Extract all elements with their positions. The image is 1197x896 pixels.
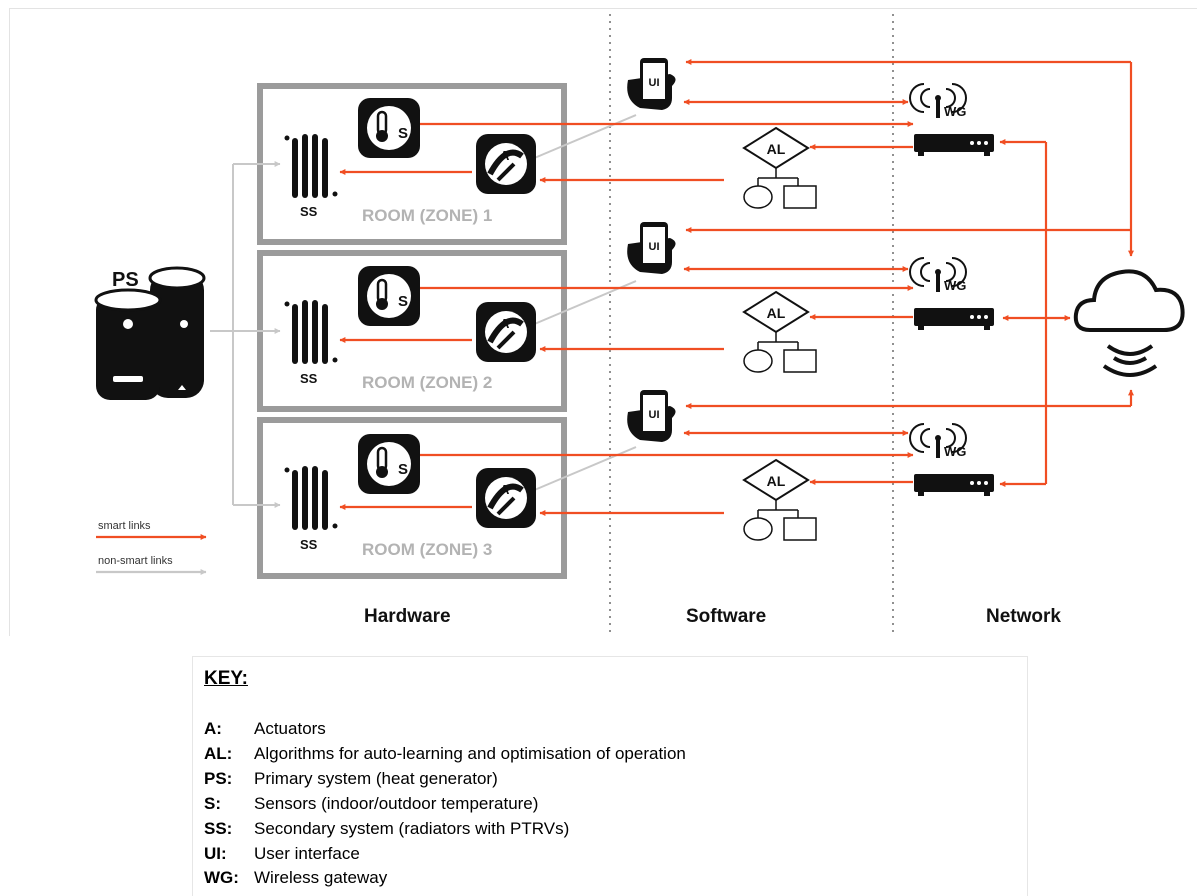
key-abbr: AL:: [204, 744, 233, 763]
ss-label-1: SS: [300, 204, 318, 219]
room-label-1: ROOM (ZONE) 1: [362, 206, 492, 225]
key-item: PS: Primary system (heat generator): [204, 769, 498, 789]
cloud-wireless-icon: [1073, 269, 1185, 377]
column-label-hardware: Hardware: [364, 606, 451, 627]
primary-system-boiler-icon: [94, 266, 206, 400]
key-abbr: S:: [204, 794, 221, 813]
ps-label: PS: [112, 269, 139, 291]
algorithm-tree-icon: [743, 127, 817, 209]
room-label-3: ROOM (ZONE) 3: [362, 540, 492, 559]
room-label-2: ROOM (ZONE) 2: [362, 373, 492, 392]
sensor-thermometer-icon: [356, 264, 422, 328]
key-item: A: Actuators: [204, 719, 326, 739]
radiator-icon: [284, 134, 338, 198]
key-abbr: UI:: [204, 844, 227, 863]
column-label-network: Network: [986, 606, 1061, 627]
non-smart-links: [210, 114, 637, 508]
key-title: KEY:: [204, 668, 248, 689]
radiator-icon: [284, 300, 338, 364]
key-item: AL: Algorithms for auto-learning and opti…: [204, 744, 686, 764]
sensor-thermometer-icon: [356, 432, 422, 496]
key-desc: User interface: [254, 844, 360, 863]
key-desc: Algorithms for auto-learning and optimis…: [254, 744, 686, 763]
smart-links: [339, 59, 1134, 516]
key-abbr: WG:: [204, 868, 239, 887]
key-item: UI: User interface: [204, 844, 360, 864]
algorithm-tree-icon: [743, 291, 817, 373]
sensor-thermometer-icon: [356, 96, 422, 160]
ss-label-2: SS: [300, 371, 318, 386]
column-label-software: Software: [686, 606, 766, 627]
key-abbr: A:: [204, 719, 222, 738]
key-desc: Actuators: [254, 719, 326, 738]
key-item: WG: Wireless gateway: [204, 868, 387, 888]
wg-label-1: WG: [944, 104, 966, 119]
router-icon: [914, 134, 994, 156]
smartphone-icon: [627, 58, 676, 110]
actuator-valve-icon: [476, 468, 536, 528]
key-item: S: Sensors (indoor/outdoor temperature): [204, 794, 538, 814]
ss-label-3: SS: [300, 537, 318, 552]
key-desc: Primary system (heat generator): [254, 769, 498, 788]
smartphone-icon: [627, 222, 676, 274]
legend-non-smart-label: non-smart links: [98, 555, 173, 567]
key-abbr: SS:: [204, 819, 233, 838]
key-box: [192, 656, 1028, 896]
radiator-icon: [284, 466, 338, 530]
router-icon: [914, 474, 994, 496]
key-desc: Wireless gateway: [254, 868, 388, 887]
key-desc: Sensors (indoor/outdoor temperature): [254, 794, 539, 813]
key-desc: Secondary system (radiators with PTRVs): [254, 819, 570, 838]
smartphone-icon: [627, 390, 676, 442]
wg-label-2: WG: [944, 278, 966, 293]
system-diagram: S A UI AL: [94, 14, 1185, 636]
legend-smart-label: smart links: [98, 520, 151, 532]
actuator-valve-icon: [476, 134, 536, 194]
wg-label-3: WG: [944, 444, 966, 459]
room-box-3: [257, 417, 567, 579]
algorithm-tree-icon: [743, 459, 817, 541]
key-item: SS: Secondary system (radiators with PTRV…: [204, 819, 569, 839]
key-abbr: PS:: [204, 769, 233, 788]
actuator-valve-icon: [476, 302, 536, 362]
router-icon: [914, 308, 994, 330]
diagram-frame: [9, 8, 1197, 636]
